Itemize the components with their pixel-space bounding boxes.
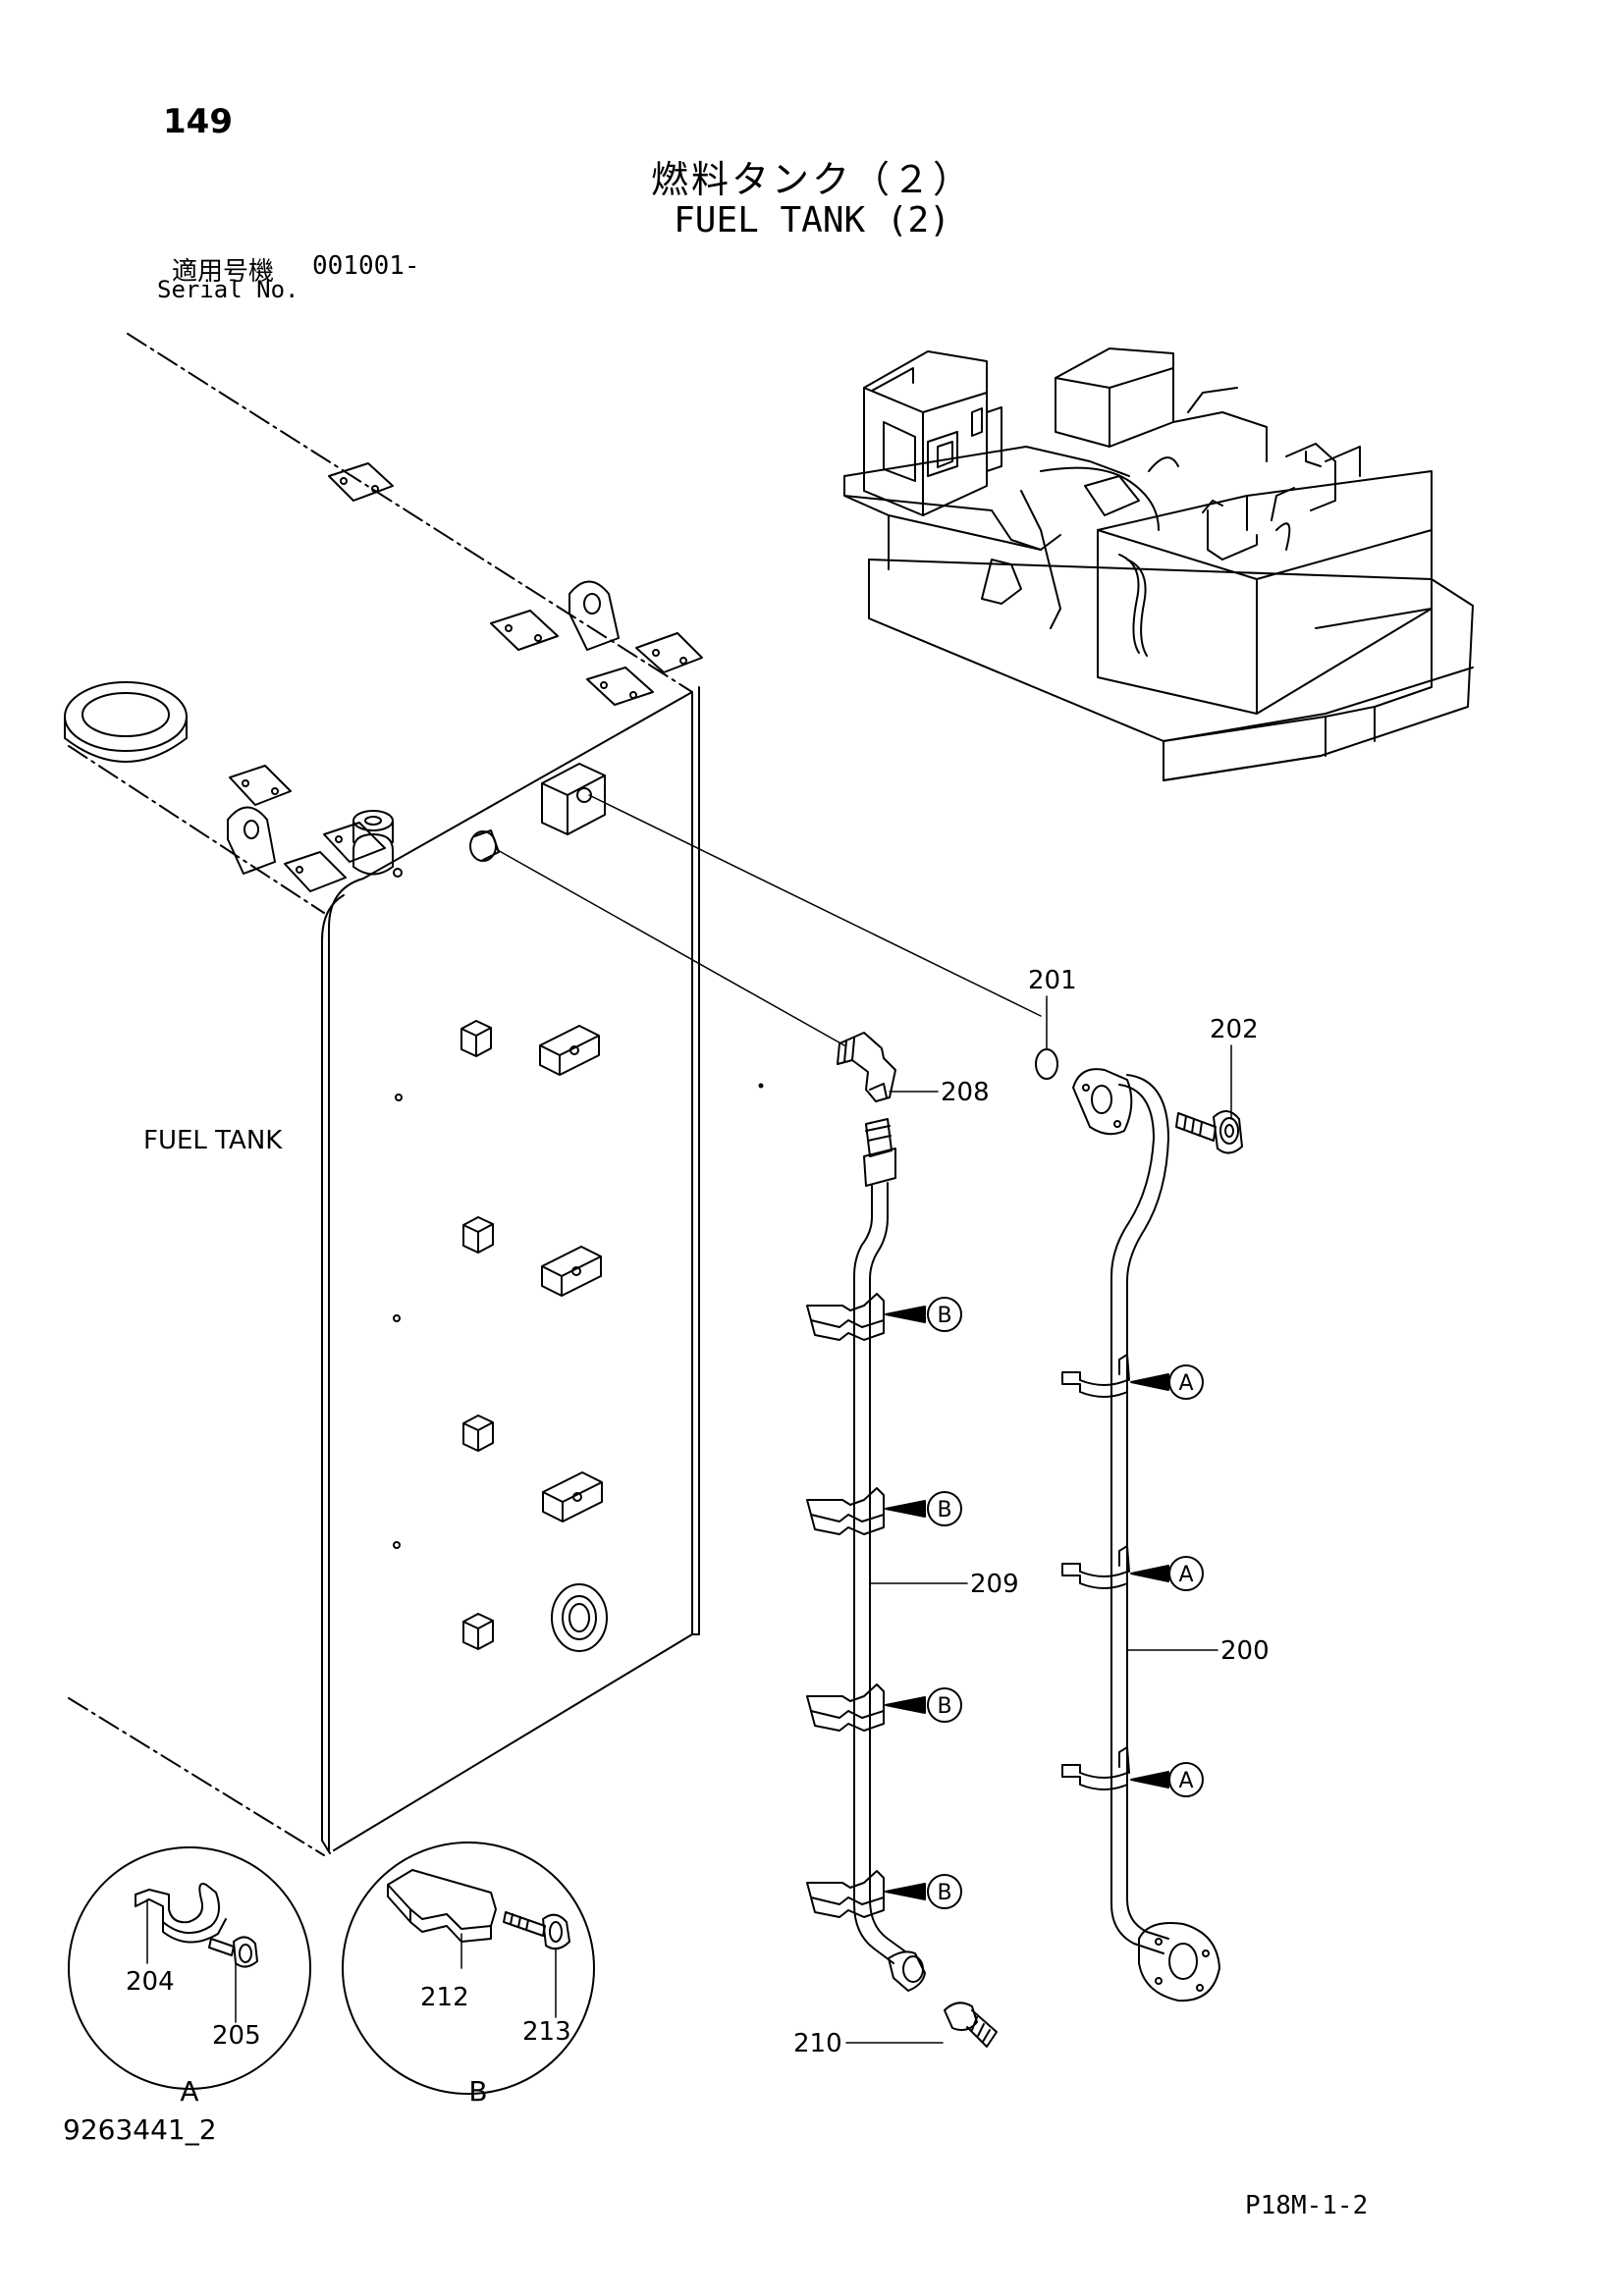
- marker-b-3-label: B: [937, 1694, 951, 1719]
- pipe-209: [806, 1118, 926, 1992]
- detail-view-b: [342, 1842, 595, 2095]
- marker-b-4-label: B: [937, 1881, 951, 1905]
- tank-block-3: [462, 1216, 494, 1254]
- marker-b-2-label: B: [937, 1498, 951, 1522]
- drawing-number: 9263441_2: [63, 2113, 217, 2146]
- callout-200: 200: [1220, 1636, 1270, 1666]
- marker-b-3: [885, 1687, 962, 1723]
- marker-b-1-label: B: [937, 1304, 951, 1328]
- marker-a-3: [1130, 1762, 1204, 1797]
- clamp-a-3: [1061, 1746, 1130, 1790]
- marker-a-1-label: A: [1178, 1371, 1193, 1396]
- callout-201: 201: [1028, 966, 1077, 995]
- tank-block-6: [542, 1471, 603, 1522]
- machine-overview: [843, 347, 1474, 781]
- marker-a-2: [1130, 1556, 1204, 1591]
- clamp-a-2: [1061, 1545, 1130, 1589]
- clamp-b-1: [806, 1293, 885, 1341]
- clamp-a-1: [1061, 1354, 1130, 1398]
- leader-line-208: [495, 848, 845, 1046]
- detail-view-a: [68, 1846, 311, 2090]
- marker-b-2: [885, 1491, 962, 1526]
- tank-block-1: [460, 1020, 492, 1057]
- marker-a-3-label: A: [1178, 1769, 1193, 1793]
- clamp-b-4: [806, 1870, 885, 1918]
- marker-a-2-label: A: [1178, 1563, 1193, 1587]
- page-code: P18M-1-2: [1245, 2191, 1369, 2220]
- title-japanese: 燃料タンク（２）: [650, 158, 973, 201]
- tank-block-4: [541, 1246, 602, 1297]
- serial-label-japanese: 適用号機: [172, 257, 275, 287]
- fitting-210: [944, 2002, 998, 2048]
- detail-a-label: A: [180, 2075, 198, 2108]
- tank-block-2: [539, 1025, 600, 1076]
- leader-line-201: [588, 794, 1042, 1017]
- marker-b-1: [885, 1297, 962, 1332]
- callout-208: 208: [941, 1078, 990, 1107]
- callout-209: 209: [970, 1570, 1019, 1599]
- serial-label-english: Serial No.: [157, 276, 299, 303]
- pipe-200: [1061, 1068, 1220, 2002]
- callout-205: 205: [212, 2021, 261, 2051]
- fuel-tank-label: FUEL TANK: [143, 1126, 283, 1155]
- fuel-tank-body: [64, 333, 703, 1856]
- page-number: 149: [163, 102, 233, 141]
- callout-210: 210: [793, 2029, 842, 2058]
- bolt-202: [1175, 1110, 1243, 1154]
- detail-b-label: B: [468, 2075, 487, 2108]
- o-ring-201: [1035, 1048, 1058, 1080]
- marker-a-1: [1130, 1364, 1204, 1400]
- clamp-b-3: [806, 1683, 885, 1732]
- callout-202: 202: [1210, 1015, 1259, 1044]
- elbow-fitting-208: [837, 1032, 896, 1102]
- callout-213: 213: [522, 2017, 571, 2047]
- callout-212: 212: [420, 1983, 469, 2012]
- tank-block-7: [462, 1613, 494, 1650]
- tank-block-5: [462, 1415, 494, 1452]
- serial-value: 001001-: [312, 251, 420, 281]
- marker-b-4: [885, 1874, 962, 1909]
- title-english: FUEL TANK (2): [674, 200, 950, 240]
- clamp-b-2: [806, 1487, 885, 1535]
- callout-204: 204: [126, 1967, 175, 1997]
